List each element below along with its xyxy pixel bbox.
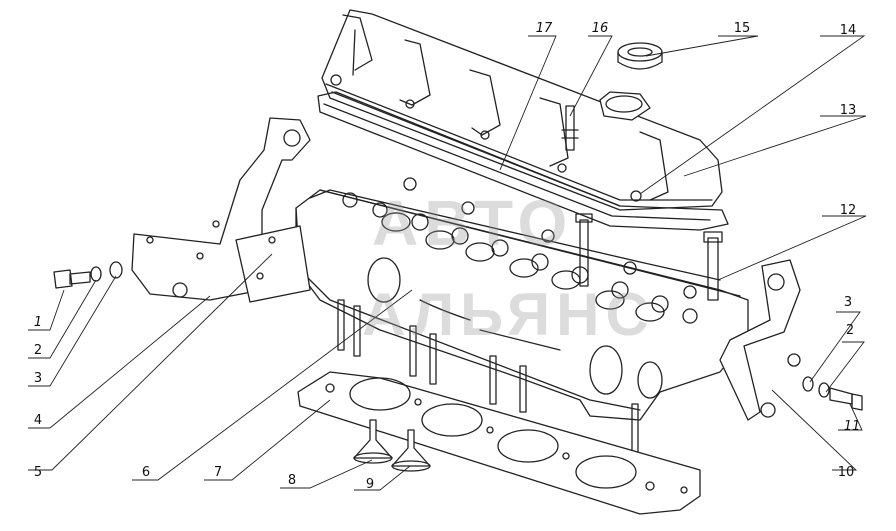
callout-17: 17 — [535, 21, 553, 36]
watermark-line-2: АЛЬЯНС — [362, 281, 655, 348]
callout-2-left: 2 — [33, 343, 43, 358]
cylinder-head-drawing-body — [295, 177, 749, 421]
callout-4: 4 — [33, 413, 43, 428]
callout-6: 6 — [141, 465, 151, 480]
callout-9: 9 — [365, 477, 375, 492]
callout-5: 5 — [33, 465, 43, 480]
watermark-line-1: АВТО — [372, 187, 574, 259]
cover-gasket-drawing — [317, 91, 729, 231]
callout-2-right: 2 — [845, 323, 855, 338]
callout-7: 7 — [213, 465, 223, 480]
callout-1: 1 — [33, 315, 43, 330]
right-bracket-drawing — [719, 259, 863, 421]
left-fasteners-drawing — [53, 261, 123, 289]
left-bracket-drawing — [131, 117, 311, 301]
callout-10: 10 — [837, 465, 855, 480]
callout-15: 15 — [733, 21, 751, 36]
filler-cap-drawing — [617, 42, 663, 70]
plate-drawing — [235, 225, 311, 303]
valves-drawing — [353, 419, 431, 472]
head-bolts-drawing — [575, 213, 723, 301]
callout-14: 14 — [839, 23, 857, 38]
callout-16: 16 — [591, 21, 609, 36]
callout-11: 11 — [843, 419, 861, 434]
stud-drawing — [561, 105, 579, 151]
leader-lines — [28, 35, 867, 491]
callout-12: 12 — [839, 203, 857, 218]
callout-3-left: 3 — [33, 371, 43, 386]
callout-8: 8 — [287, 473, 297, 488]
callout-3-right: 3 — [843, 295, 853, 310]
callout-13: 13 — [839, 103, 857, 118]
valve-cover-drawing — [321, 9, 723, 211]
valve-stems-drawing — [337, 299, 639, 469]
